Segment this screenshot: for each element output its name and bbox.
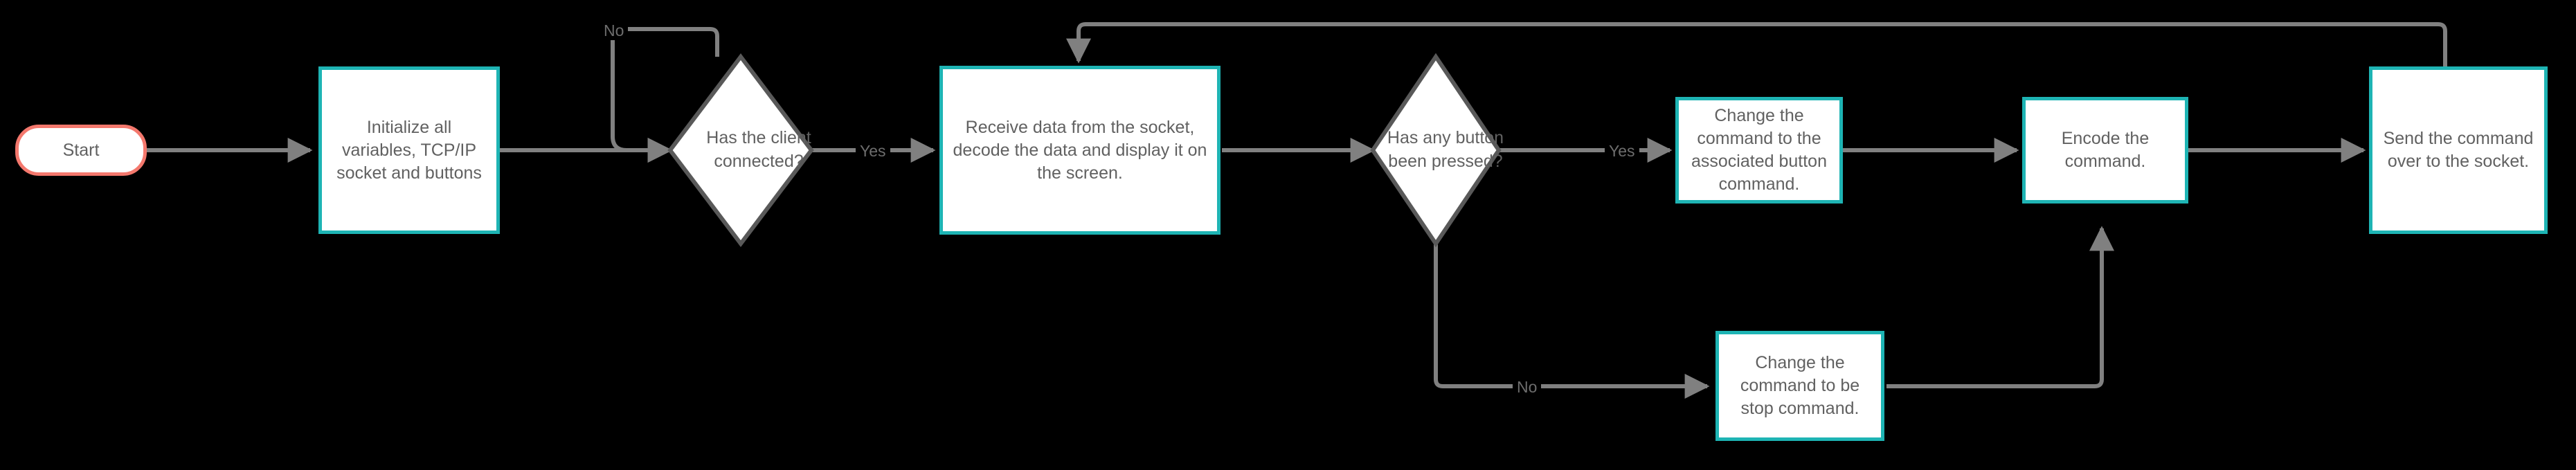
node-start-label: Start bbox=[62, 140, 100, 160]
edge-button-decision-no bbox=[1434, 244, 1710, 399]
node-start[interactable]: Start bbox=[15, 125, 147, 176]
node-send-command[interactable]: Send the command over to the socket. bbox=[2369, 66, 2548, 234]
node-change-to-stop-command-label: Change the command to be stop command. bbox=[1740, 353, 1860, 418]
edge-label-client-no: No bbox=[600, 21, 629, 40]
node-change-to-stop-command[interactable]: Change the command to be stop command. bbox=[1715, 331, 1884, 441]
edge-label-button-no: No bbox=[1513, 378, 1542, 397]
node-receive-data[interactable]: Receive data from the socket, decode the… bbox=[939, 66, 1221, 235]
edge-change-stop-to-encode bbox=[1886, 226, 2114, 388]
node-encode-command[interactable]: Encode the command. bbox=[2022, 97, 2188, 204]
decision-button-pressed-shape bbox=[1370, 53, 1502, 248]
node-button-pressed[interactable]: Has any button been pressed? bbox=[1373, 57, 1504, 244]
node-send-command-label: Send the command over to the socket. bbox=[2383, 129, 2534, 171]
node-button-pressed-label: Has any button been pressed? bbox=[1387, 128, 1504, 171]
edge-send-to-receive-loop bbox=[1066, 22, 2447, 97]
node-encode-command-label: Encode the command. bbox=[2061, 129, 2150, 171]
edge-label-client-yes: Yes bbox=[856, 142, 890, 161]
node-change-to-button-command[interactable]: Change the command to the associated but… bbox=[1675, 97, 1843, 204]
node-change-to-button-command-label: Change the command to the associated but… bbox=[1691, 106, 1827, 194]
node-initialize-label: Initialize all variables, TCP/IP socket … bbox=[336, 117, 482, 183]
node-receive-data-label: Receive data from the socket, decode the… bbox=[953, 117, 1207, 183]
edge-label-button-yes: Yes bbox=[1605, 142, 1639, 161]
decision-client-connected-shape bbox=[667, 53, 814, 247]
node-initialize[interactable]: Initialize all variables, TCP/IP socket … bbox=[318, 66, 500, 234]
node-client-connected[interactable]: Has the client connected? bbox=[670, 57, 811, 244]
